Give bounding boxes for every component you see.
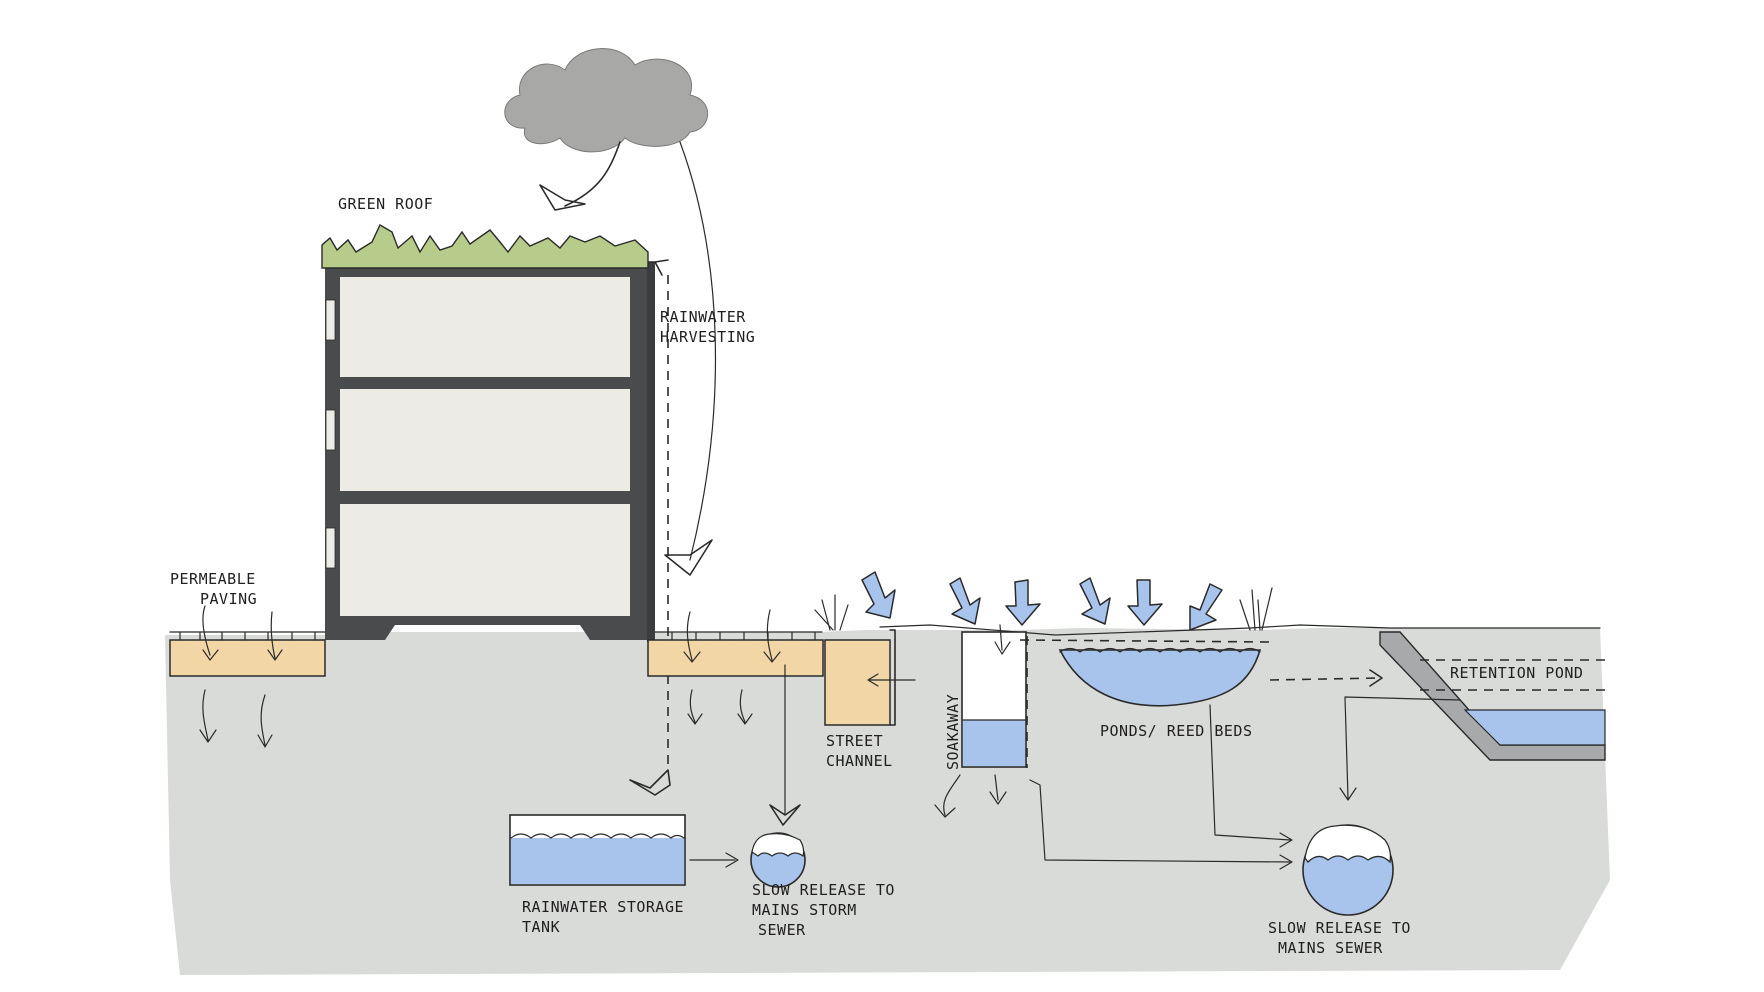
label-ponds-reed-beds: PONDS/ REED BEDS — [1100, 722, 1253, 740]
pipe-to-sewer-arrowhead — [769, 804, 801, 826]
paving-arrow — [683, 611, 701, 663]
rain-arrow-icon — [1127, 579, 1163, 626]
mains-sewer — [1029, 696, 1461, 916]
label-street-channel: CHANNEL — [826, 752, 893, 770]
label-permeable-paving: PERMEABLE — [170, 570, 256, 588]
channel-box — [824, 639, 891, 726]
rain-to-ground-arrowhead — [664, 539, 713, 576]
label-soakaway: SOAKAWAY — [944, 694, 962, 770]
building — [325, 259, 669, 642]
rain-arrow-icon — [1079, 577, 1111, 625]
retention-to-sewer-pipe — [1339, 696, 1461, 801]
paving-arrow — [202, 605, 219, 661]
soakaway-outflow-arrow — [934, 774, 961, 818]
retention-pond — [1269, 631, 1606, 761]
soakaway-water — [963, 720, 1025, 766]
floor-1 — [340, 504, 630, 616]
rain-arrow-icon — [1005, 579, 1041, 626]
rain-to-ground-arrow — [679, 141, 717, 561]
paving-blocks-left — [169, 631, 326, 641]
mains-sewer-foam — [1304, 824, 1392, 864]
label-rainwater-storage-tank: RAINWATER STORAGE — [522, 898, 684, 916]
floor-3 — [340, 277, 630, 377]
tank-ripple — [510, 833, 685, 839]
soakaway-inflow-arrow — [994, 624, 1011, 655]
reed-plant — [1239, 587, 1273, 631]
channel-feed-arrow — [867, 673, 916, 687]
floor-2 — [340, 389, 630, 491]
label-slow-release-storm: SEWER — [758, 921, 806, 939]
permeable-paving-right — [647, 609, 824, 826]
street-channel — [814, 594, 916, 726]
rain-arrow-icon — [861, 571, 896, 619]
infiltration-arrow — [687, 689, 703, 725]
soakaway — [934, 624, 1028, 818]
label-slow-release-sewer: SLOW RELEASE TO — [1268, 919, 1411, 937]
pond-reed-bed — [1019, 587, 1273, 707]
downpipe — [647, 262, 655, 642]
paving-arrow — [267, 611, 283, 661]
label-rainwater-harvesting: RAINWATER — [660, 308, 746, 326]
pond-water — [1058, 649, 1262, 707]
rain-arrow-icon — [1189, 583, 1223, 631]
paving-sand-left — [169, 639, 326, 677]
label-slow-release-sewer: MAINS SEWER — [1278, 939, 1383, 957]
infiltration-arrow — [257, 694, 273, 748]
rainwater-storage-tank — [509, 814, 739, 886]
retention-water — [1463, 709, 1606, 746]
storm-sewer-foam — [751, 833, 805, 858]
window — [325, 409, 336, 451]
harvesting-arrowhead — [629, 769, 671, 796]
infiltration-arrow — [737, 689, 753, 725]
pond-ripple — [1059, 647, 1261, 653]
rain-arrow-icon — [949, 577, 981, 625]
pond-to-sewer-pipe — [1209, 704, 1293, 848]
tank-water — [511, 838, 684, 884]
tank-to-sewer-arrow — [689, 852, 739, 868]
ground — [165, 628, 1610, 975]
pond-to-retention-arrowhead — [1369, 669, 1383, 687]
channel-wall — [889, 629, 896, 726]
window — [325, 299, 336, 341]
soakaway-outflow-arrow — [989, 774, 1007, 805]
label-rainwater-storage-tank: TANK — [522, 918, 560, 936]
infiltration-arrow — [199, 689, 217, 743]
rainfall-arrows — [861, 571, 1223, 631]
window — [325, 527, 336, 569]
label-rainwater-harvesting: HARVESTING — [660, 328, 755, 346]
pond-dashed-level — [1019, 639, 1271, 643]
cloud-icon — [504, 48, 709, 153]
soakaway-to-sewer-pipe — [1029, 779, 1293, 870]
paving-sand-right — [647, 639, 824, 677]
label-street-channel: STREET — [826, 732, 883, 750]
label-green-roof: GREEN ROOF — [338, 195, 433, 213]
permeable-paving-left — [169, 605, 326, 748]
ground-surface-right — [879, 624, 1601, 636]
label-retention-pond: RETENTION POND — [1450, 664, 1583, 682]
rain-to-roof-arrowhead — [539, 184, 586, 211]
paving-arrow — [763, 609, 781, 663]
green-roof — [321, 224, 649, 269]
pond-to-retention-arrow — [1269, 677, 1381, 681]
label-permeable-paving: PAVING — [200, 590, 257, 608]
retention-bank — [1379, 631, 1606, 761]
label-slow-release-storm: SLOW RELEASE TO — [752, 881, 895, 899]
label-slow-release-storm: MAINS STORM — [752, 901, 857, 919]
rain-to-roof-arrow — [564, 141, 621, 207]
storm-sewer — [750, 832, 806, 888]
reed-plant — [814, 594, 849, 631]
